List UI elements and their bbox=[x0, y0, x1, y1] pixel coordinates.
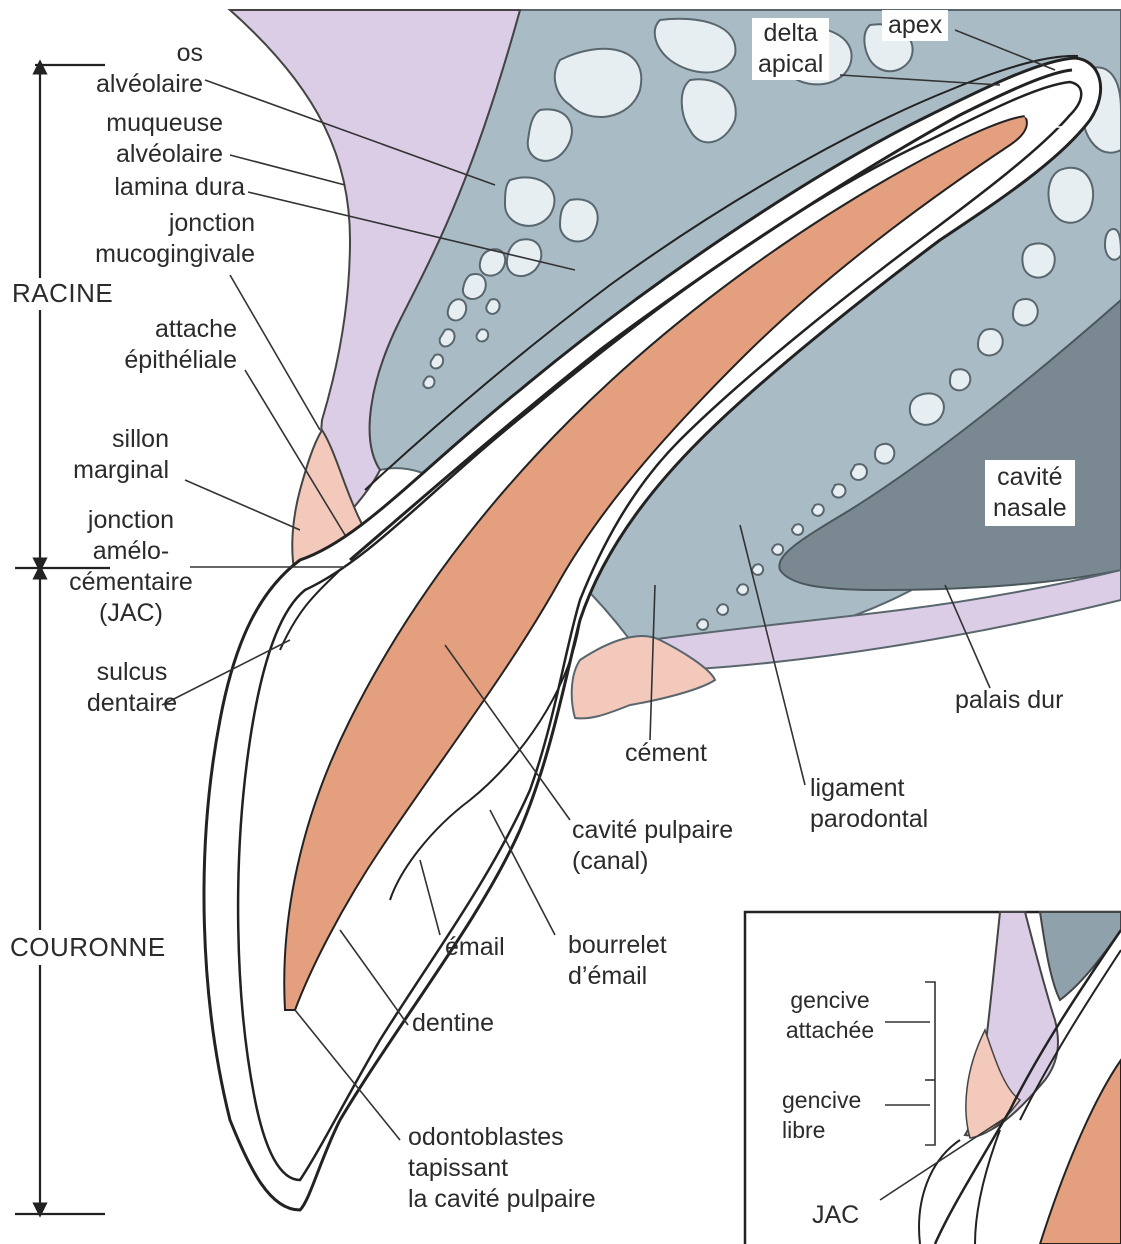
label-apex: apex bbox=[882, 10, 948, 41]
inset-label-jac: JAC bbox=[812, 1200, 859, 1231]
label-couronne: COURONNE bbox=[8, 932, 168, 963]
label-palais-dur: palais dur bbox=[955, 685, 1063, 716]
label-cavite-pulpaire: cavité pulpaire(canal) bbox=[572, 815, 733, 877]
label-cement: cément bbox=[625, 738, 707, 769]
label-dentine: dentine bbox=[412, 1008, 494, 1039]
inset-frame bbox=[745, 912, 1121, 1244]
label-email: émail bbox=[445, 932, 505, 963]
label-lamina-dura: lamina dura bbox=[114, 172, 245, 203]
label-racine: RACINE bbox=[10, 278, 115, 309]
